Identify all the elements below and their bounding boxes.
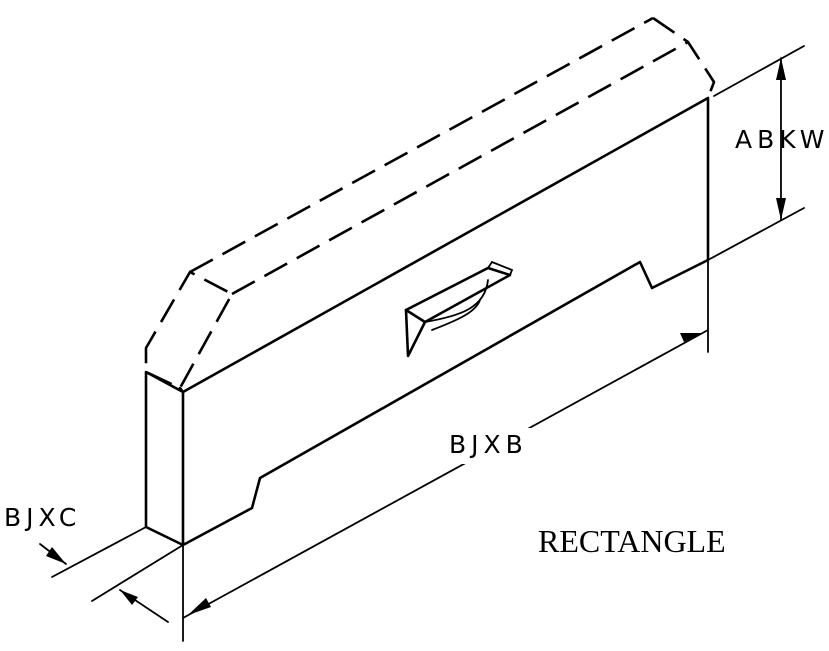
front-face xyxy=(181,96,710,547)
handle-icon xyxy=(404,260,514,358)
phantom-back-edge xyxy=(189,16,654,274)
length-label: BJXB xyxy=(449,430,528,459)
phantom-front-edge xyxy=(231,40,689,296)
top-edge xyxy=(178,386,185,394)
left-end-face xyxy=(144,370,185,547)
thickness-dimension: BJXC xyxy=(4,503,184,623)
height-dimension: ABKW xyxy=(707,45,829,261)
phantom-left-end xyxy=(144,270,234,390)
shape-name-caption: RECTANGLE xyxy=(538,523,726,559)
thickness-label: BJXC xyxy=(4,503,81,532)
length-dimension: BJXB xyxy=(182,259,709,642)
phantom-right-end xyxy=(652,16,716,99)
phantom-top xyxy=(144,16,716,390)
height-label: ABKW xyxy=(735,125,829,154)
